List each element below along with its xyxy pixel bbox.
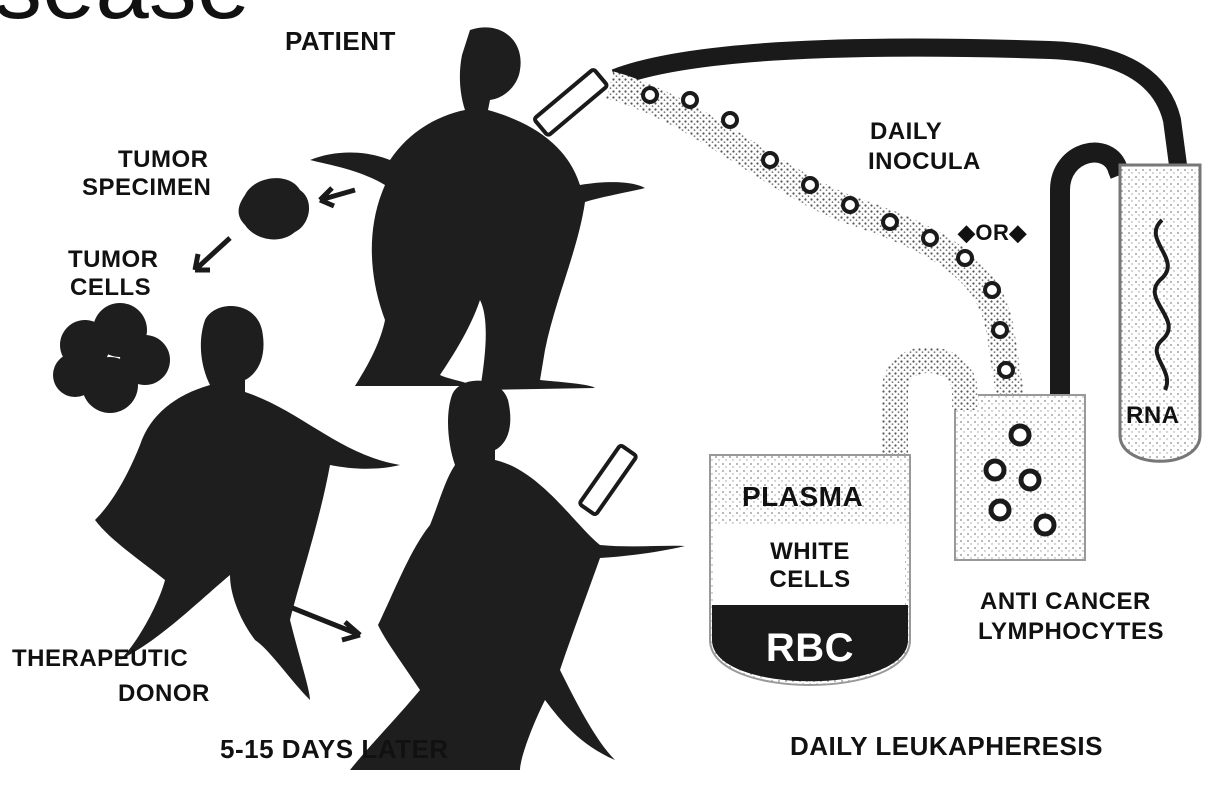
label-therapeutic-donor-1: THERAPEUTIC: [12, 647, 188, 671]
rna-tube: [1060, 153, 1120, 400]
label-white-cells-1: WHITE: [750, 540, 870, 564]
label-daily-inocula-2: INOCULA: [868, 150, 981, 174]
tumor-cells-icon: [53, 303, 170, 413]
label-anti-cancer-2: LYMPHOCYTES: [978, 620, 1164, 644]
label-or-text: OR: [975, 220, 1009, 245]
label-white-cells-2: CELLS: [750, 568, 870, 592]
label-rna: RNA: [1126, 404, 1180, 428]
heading-fragment: sease: [0, 0, 250, 34]
label-or: ◆OR◆: [958, 222, 1027, 244]
label-daily-leukapheresis: DAILY LEUKAPHERESIS: [790, 733, 1103, 759]
tumor-blob-icon: [239, 178, 309, 239]
label-tumor-cells-2: CELLS: [70, 276, 151, 300]
label-plasma: PLASMA: [742, 483, 863, 511]
syringe-icon-2: [579, 445, 637, 515]
label-therapeutic-donor-2: DONOR: [118, 682, 210, 706]
label-anti-cancer-1: ANTI CANCER: [980, 590, 1151, 614]
label-days-later: 5-15 DAYS LATER: [220, 736, 449, 762]
inocula-tube-dotted: [610, 85, 1010, 395]
donor-later-figure: [350, 381, 685, 770]
syringe-icon: [534, 69, 608, 136]
label-daily-inocula-1: DAILY: [870, 120, 942, 144]
label-tumor-cells-1: TUMOR: [68, 248, 158, 272]
label-patient: PATIENT: [285, 28, 396, 54]
label-tumor-specimen-2: SPECIMEN: [82, 176, 211, 200]
label-tumor-specimen-1: TUMOR: [118, 148, 208, 172]
label-rbc: RBC: [750, 628, 870, 668]
